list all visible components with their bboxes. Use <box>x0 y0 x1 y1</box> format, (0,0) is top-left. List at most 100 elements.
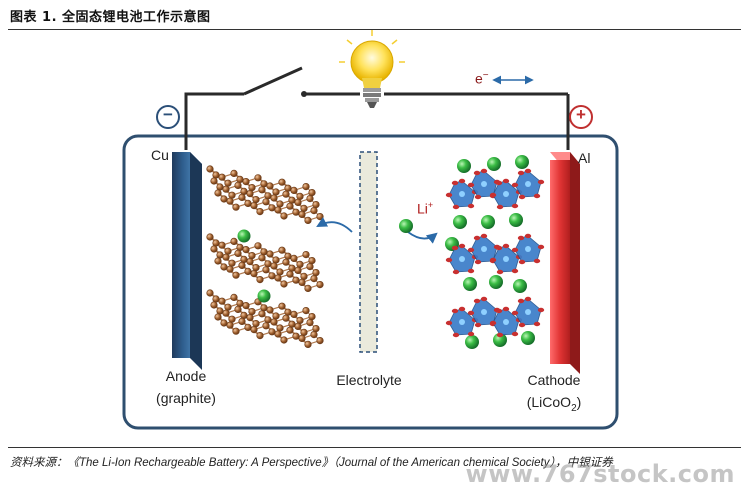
li-ion-to-cathode-arrow <box>407 231 438 244</box>
carbon-atom <box>206 165 214 173</box>
carbon-atom <box>310 275 318 283</box>
oxygen-atom <box>524 168 532 174</box>
carbon-atom <box>214 189 222 197</box>
lithium-atom <box>489 275 503 289</box>
oxygen-atom <box>502 243 510 249</box>
carbon-atom <box>282 314 290 322</box>
carbon-atom <box>276 268 284 276</box>
carbon-atom <box>218 241 226 249</box>
oxygen-atom <box>495 180 503 186</box>
carbon-atom <box>310 207 318 215</box>
carbon-atom <box>242 178 250 186</box>
carbon-atom <box>238 193 246 201</box>
carbon-atom <box>226 197 234 205</box>
carbon-atom <box>214 313 222 321</box>
carbon-atom <box>218 297 226 305</box>
carbon-atom <box>250 326 258 334</box>
electrolyte-separator <box>359 151 378 353</box>
carbon-atom <box>294 322 302 331</box>
carbon-atom <box>262 198 270 206</box>
cobalt-atom <box>525 246 531 252</box>
carbon-atom <box>300 328 308 337</box>
oxygen-atom <box>452 269 460 275</box>
carbon-atom <box>304 216 312 224</box>
carbon-atom <box>238 261 246 270</box>
oxygen-atom <box>480 168 488 174</box>
carbon-atom <box>236 299 244 308</box>
switch-contact <box>301 91 307 97</box>
carbon-atom <box>258 254 266 262</box>
carbon-atom <box>212 239 220 247</box>
licoo2-lattice <box>445 155 545 349</box>
carbon-atom <box>262 322 270 330</box>
cathode-plate <box>550 152 580 374</box>
carbon-atom <box>306 263 314 271</box>
oxygen-atom <box>445 257 453 263</box>
carbon-atom <box>280 336 288 344</box>
oxygen-atom <box>511 247 519 253</box>
oxygen-atom <box>517 235 525 241</box>
oxygen-atom <box>495 245 503 251</box>
anode-collector-label: Cu <box>151 147 169 163</box>
carbon-atom <box>296 316 304 325</box>
carbon-atom <box>286 202 294 210</box>
oxygen-atom <box>502 178 510 184</box>
carbon-atom <box>316 337 324 345</box>
carbon-atom <box>248 308 256 316</box>
carbon-atom <box>304 340 312 349</box>
carbon-atom <box>230 169 238 177</box>
carbon-atom <box>278 246 286 254</box>
carbon-atom <box>244 323 252 332</box>
carbon-atom <box>250 270 258 278</box>
external-circuit <box>184 66 570 150</box>
oxygen-atom <box>517 298 525 304</box>
cobalt-atom <box>525 181 531 187</box>
oxygen-atom <box>517 170 525 176</box>
lithium-atom <box>481 215 495 229</box>
carbon-atom <box>212 171 220 179</box>
carbon-atom <box>270 262 278 270</box>
carbon-atom <box>290 254 298 262</box>
oxygen-atom <box>467 268 475 274</box>
carbon-atom <box>312 269 320 277</box>
carbon-atom <box>210 301 218 309</box>
carbon-atom <box>316 213 324 221</box>
carbon-atom <box>302 307 310 315</box>
carbon-atom <box>234 181 242 189</box>
carbon-atom <box>246 314 254 322</box>
carbon-atom <box>256 208 264 216</box>
cobalt-atom <box>459 256 465 262</box>
oxygen-atom <box>533 321 541 327</box>
oxygen-atom <box>537 244 545 250</box>
carbon-atom <box>228 191 236 199</box>
carbon-atom <box>316 281 324 289</box>
oxygen-atom <box>537 179 545 185</box>
oxygen-atom <box>489 320 497 326</box>
oxygen-atom <box>489 257 497 263</box>
cathode-label: Cathode <box>527 372 581 388</box>
oxygen-atom <box>533 258 541 264</box>
carbon-atom <box>230 293 238 302</box>
carbon-atom <box>286 326 294 334</box>
carbon-atom <box>234 305 242 314</box>
oxygen-atom <box>473 170 481 176</box>
carbon-atom <box>244 199 252 207</box>
carbon-atom <box>276 200 284 208</box>
carbon-atom <box>296 192 304 200</box>
oxygen-atom <box>496 204 504 210</box>
oxygen-atom <box>511 203 519 209</box>
oxygen-atom <box>473 298 481 304</box>
graphite-layers <box>206 165 324 349</box>
carbon-atom <box>264 192 272 200</box>
carbon-atom <box>260 304 268 312</box>
carbon-atom <box>252 196 260 204</box>
carbon-atom <box>206 233 214 241</box>
carbon-atom <box>220 195 228 203</box>
electrolyte-label: Electrolyte <box>336 372 402 388</box>
carbon-atom <box>256 276 264 284</box>
carbon-atom <box>266 306 274 314</box>
carbon-atom <box>266 250 274 258</box>
oxygen-atom <box>458 178 466 184</box>
carbon-atom <box>250 202 258 210</box>
